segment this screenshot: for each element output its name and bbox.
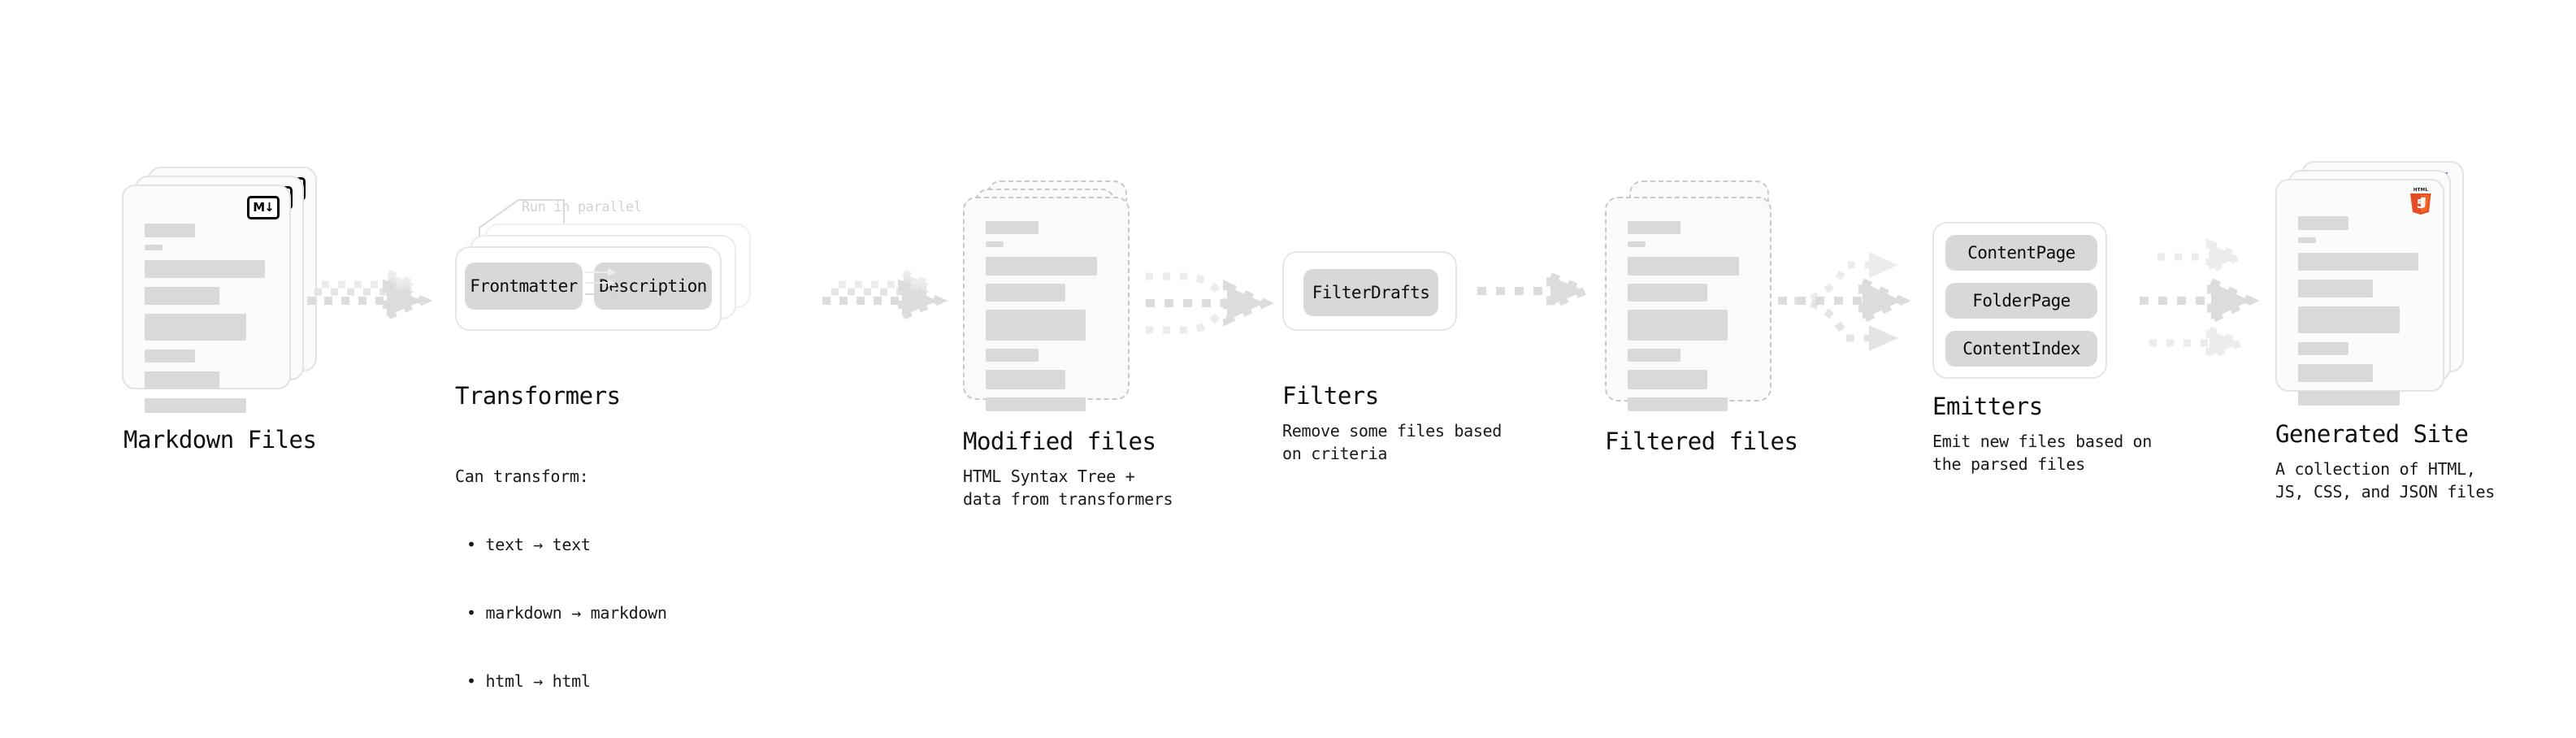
modified-files-title: Modified files <box>963 428 1156 455</box>
emitters-box: ContentPage FolderPage ContentIndex <box>1932 222 2107 379</box>
arrow-modified-to-filters <box>1146 272 1275 334</box>
emitters-subtitle: Emit new files based on the parsed files <box>1932 432 2153 474</box>
site-file-card-html: HTML 5 <box>2275 179 2444 406</box>
transformers-subtitle: Can transform: • text → text • markdown … <box>455 419 667 738</box>
doc-skeleton-lines <box>1628 221 1752 419</box>
emitter-pill-contentindex[interactable]: ContentIndex <box>1945 331 2097 367</box>
filtered-files-title: Filtered files <box>1605 428 1798 455</box>
transform-item-0: • text → text <box>466 535 591 554</box>
generated-site-subtitle: A collection of HTML, JS, CSS, and JSON … <box>2275 459 2496 501</box>
run-in-parallel-bracket <box>479 199 565 242</box>
modified-files-subtitle: HTML Syntax Tree + data from transformer… <box>963 467 1173 509</box>
emitters-title: Emitters <box>1932 393 2043 420</box>
filter-pill-filterdrafts[interactable]: FilterDrafts <box>1303 269 1438 316</box>
markdown-files-title: Markdown Files <box>124 426 317 454</box>
transformer-pill-frontmatter[interactable]: Frontmatter <box>465 263 583 310</box>
doc-skeleton-lines <box>986 221 1110 419</box>
svg-text:HTML: HTML <box>2413 188 2429 193</box>
arrow-markdown-to-transformers <box>307 267 433 323</box>
modified-file-card-front <box>963 197 1130 411</box>
filters-subtitle: Remove some files based on criteria <box>1282 421 1503 463</box>
arrow-filtered-to-emitters <box>1778 252 1911 351</box>
html5-icon: HTML 5 <box>2410 188 2431 215</box>
generated-site-title: Generated Site <box>2275 420 2469 448</box>
arrow-transformers-to-modified <box>822 267 948 323</box>
arrow-emitters-to-site <box>2140 238 2260 362</box>
transformer-internal-arrows <box>585 268 622 299</box>
filters-box: FilterDrafts <box>1282 251 1457 331</box>
emitter-pill-folderpage[interactable]: FolderPage <box>1945 283 2097 319</box>
run-in-parallel-label: Run in parallel <box>522 199 642 215</box>
transformers-title: Transformers <box>455 382 621 410</box>
markdown-file-card-front: M↓ <box>122 184 291 413</box>
transform-item-2: • html → html <box>466 671 591 691</box>
doc-skeleton-lines <box>145 224 271 420</box>
pipeline-diagram: M↓ M↓ M↓ Markdown Files <box>122 161 2496 691</box>
transformers-box-front: Frontmatter Description <box>455 246 722 331</box>
transform-item-1: • markdown → markdown <box>466 603 667 623</box>
markdown-icon: M↓ <box>247 196 280 219</box>
transform-heading: Can transform: <box>455 467 589 486</box>
doc-skeleton-lines <box>2298 216 2425 413</box>
emitter-pill-contentpage[interactable]: ContentPage <box>1945 235 2097 271</box>
svg-text:5: 5 <box>2417 197 2425 211</box>
filters-title: Filters <box>1282 382 1379 410</box>
arrow-filters-to-filtered <box>1477 270 1595 312</box>
transformer-pill-description[interactable]: Description <box>594 263 712 310</box>
filtered-file-card-front <box>1605 197 1772 411</box>
